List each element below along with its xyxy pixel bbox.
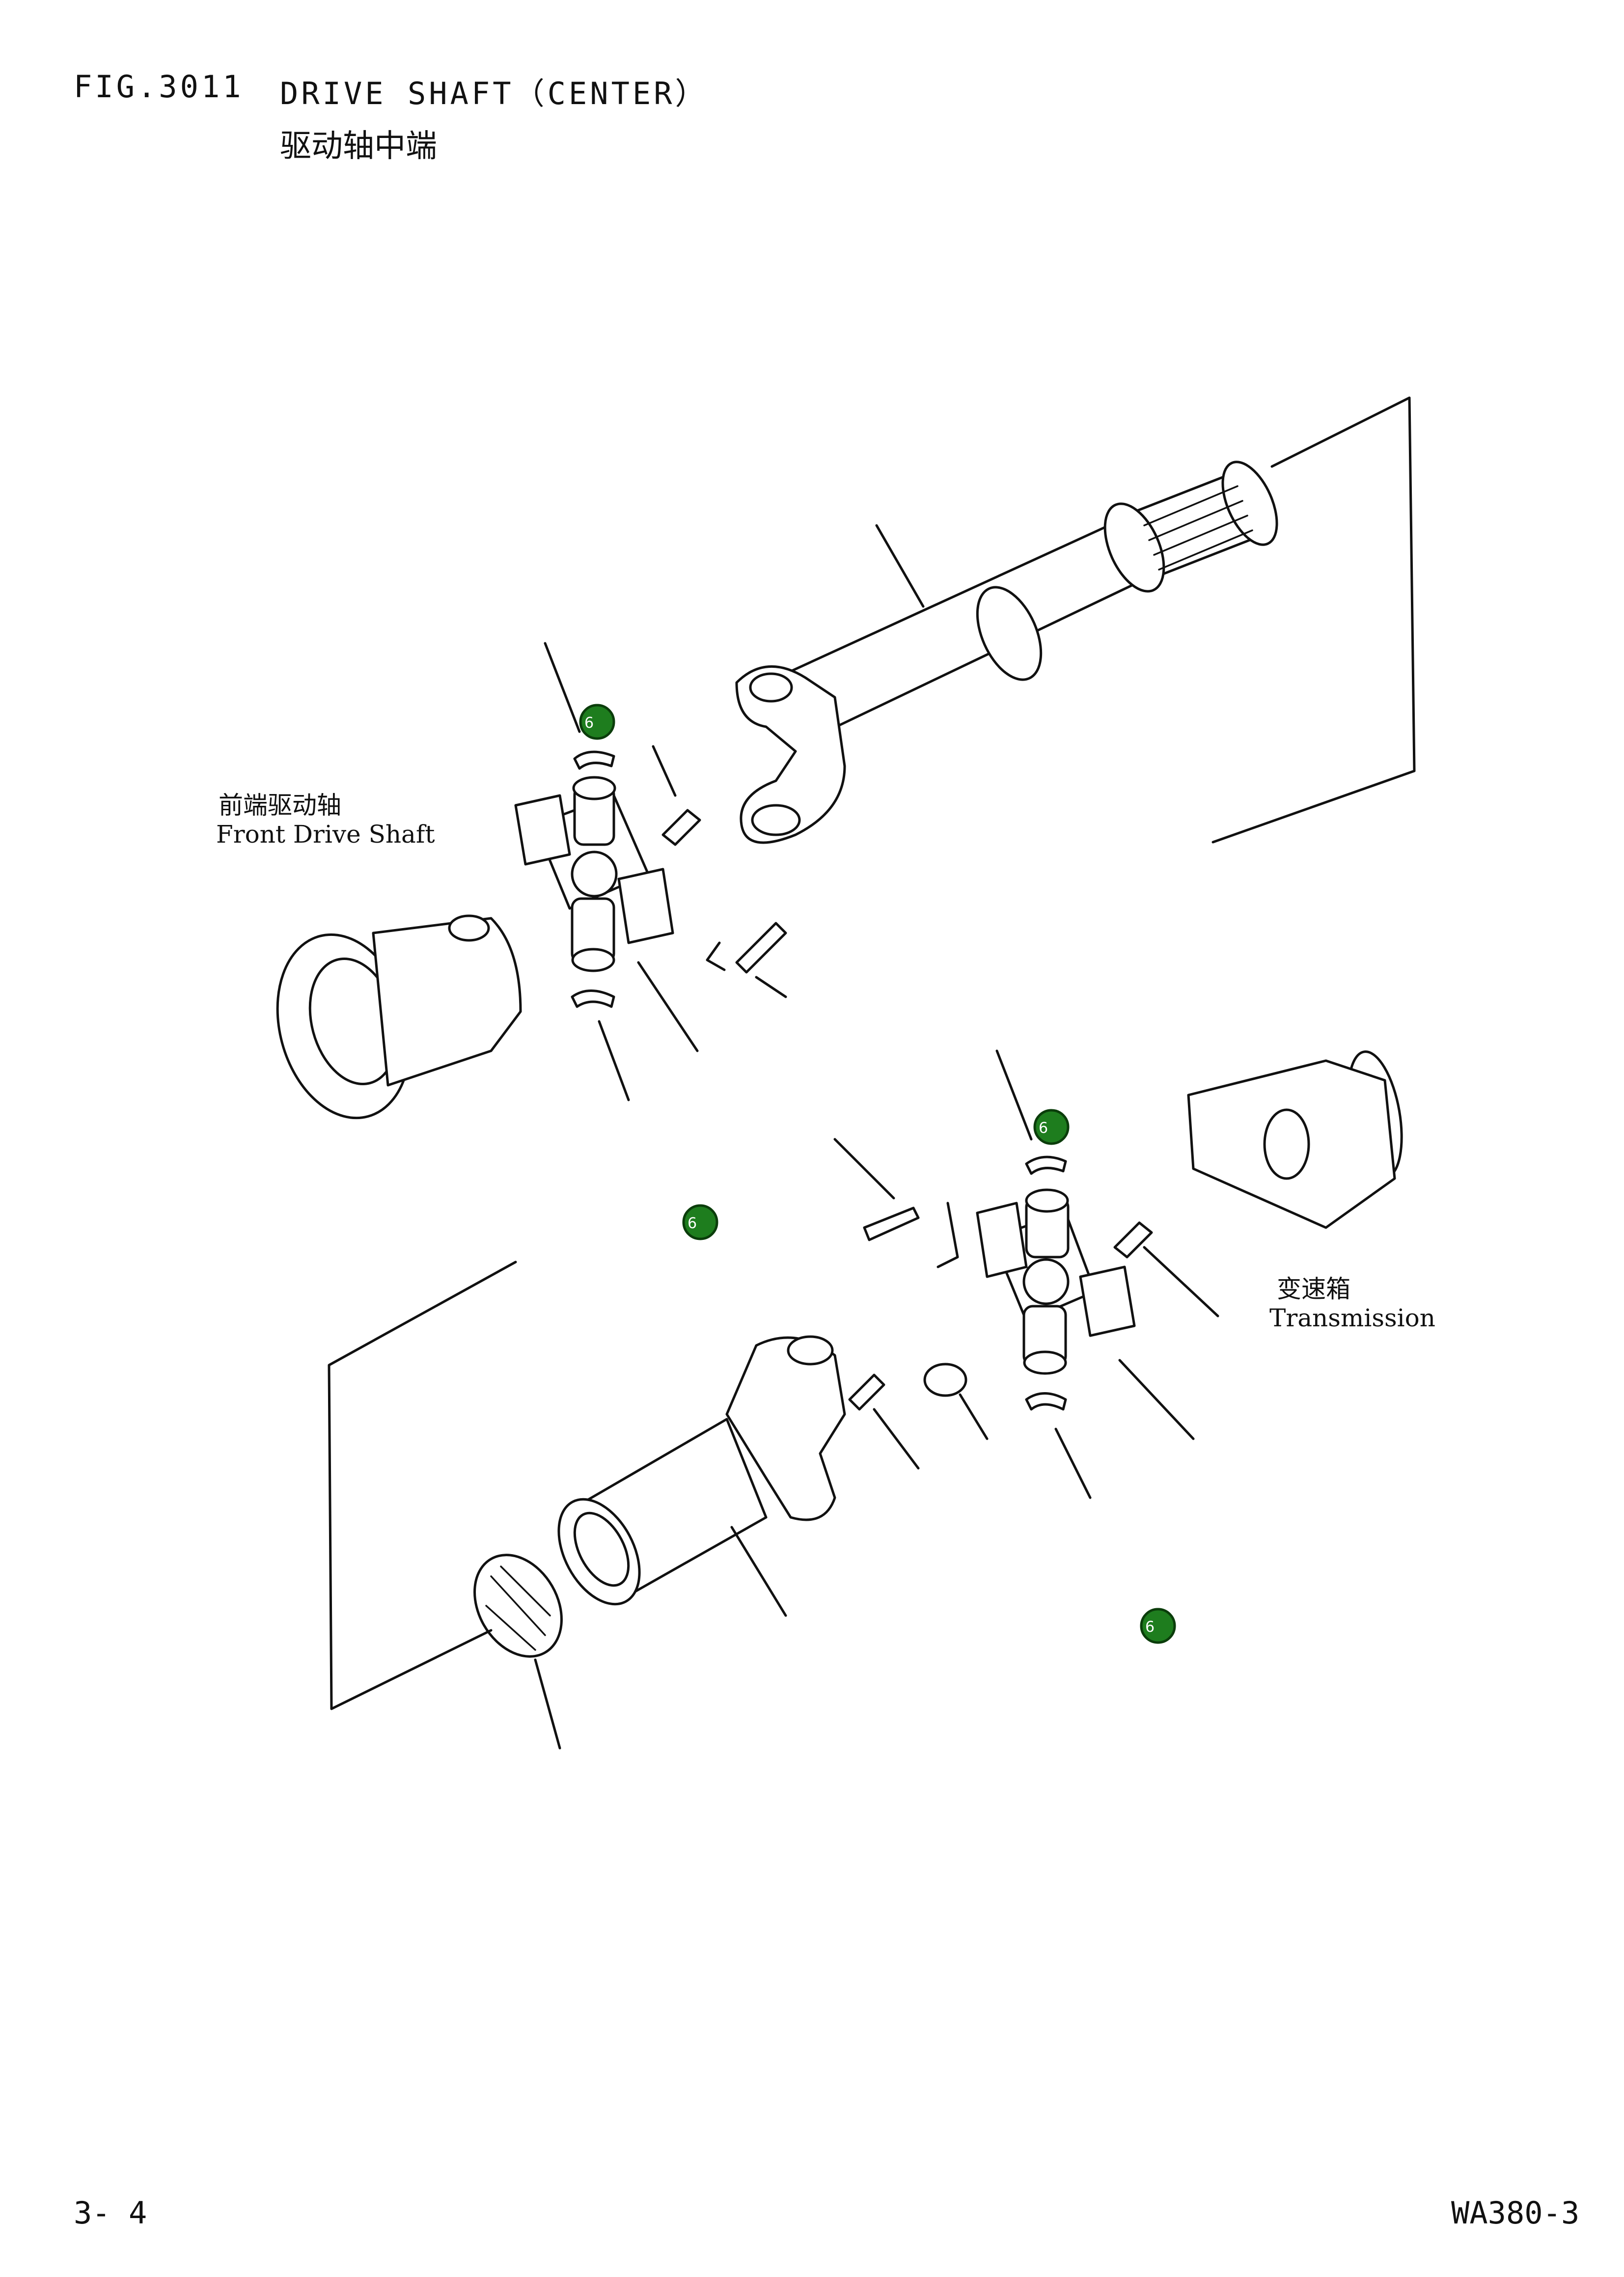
figure-title-chinese: 驱动轴中端 — [280, 128, 437, 165]
front-drive-shaft-flange — [276, 914, 522, 1120]
lower-slip-shaft — [557, 1335, 846, 1606]
transmission-flange — [1187, 1050, 1403, 1229]
upper-universal-joint — [514, 776, 674, 972]
seal-ring — [923, 1363, 967, 1397]
callout-marker-3: 6 — [682, 1204, 718, 1240]
transmission-label-en: Transmission — [1269, 1304, 1435, 1332]
page-number: 3- 4 — [74, 2195, 147, 2231]
upper-drive-shaft — [735, 396, 1416, 844]
front-drive-shaft-label-en: Front Drive Shaft — [216, 820, 435, 849]
upper-grease-fitting — [661, 809, 701, 846]
upper-snap-ring-top — [573, 750, 615, 770]
front-drive-shaft-label-cn: 前端驱动轴 — [219, 791, 341, 820]
callout-marker-4: 6 — [1140, 1608, 1176, 1644]
slip-shaft-grease-fitting — [848, 1373, 885, 1411]
callout-marker-1: 6 — [579, 704, 615, 740]
figure-title: DRIVE SHAFT（CENTER） — [280, 76, 709, 111]
upper-bolt — [735, 922, 787, 974]
lower-snap-ring-bottom — [1025, 1392, 1067, 1411]
lower-universal-joint — [976, 1188, 1136, 1375]
lower-grease-fitting — [1113, 1221, 1153, 1259]
callout-marker-2: 6 — [1033, 1109, 1070, 1145]
figure-number: FIG.3011 — [74, 69, 244, 105]
upper-snap-ring-bottom — [571, 989, 615, 1008]
dust-cap — [473, 1554, 563, 1658]
transmission-label-cn: 变速箱 — [1277, 1275, 1350, 1303]
svg-text:6: 6 — [1145, 1619, 1155, 1636]
svg-text:6: 6 — [1039, 1120, 1048, 1137]
lower-bolt — [863, 1207, 920, 1241]
model-number: WA380-3 — [1451, 2195, 1580, 2231]
svg-text:6: 6 — [688, 1215, 697, 1232]
svg-text:6: 6 — [584, 714, 594, 732]
lower-snap-ring-top — [1025, 1155, 1067, 1175]
